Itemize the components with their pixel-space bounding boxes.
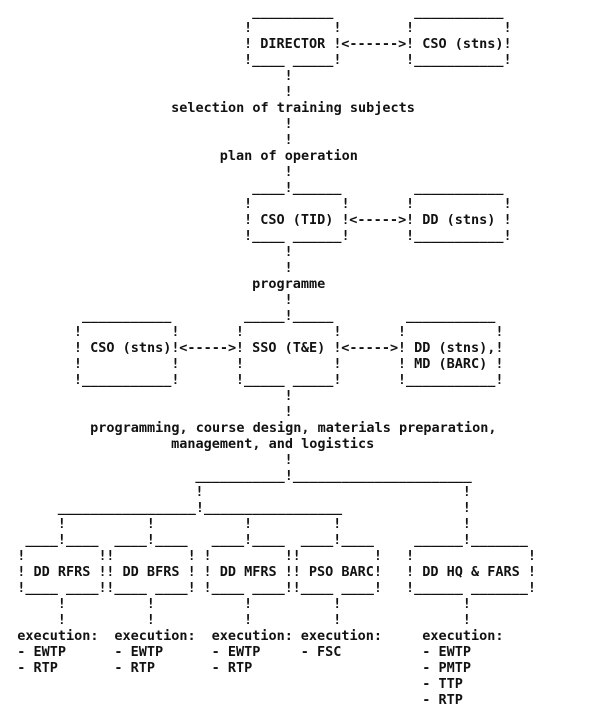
connector-plan-down: ! ! xyxy=(284,164,293,196)
link-cso-tid-dd-icon: <-----> xyxy=(349,212,407,228)
label-prep-line2: management, and logistics xyxy=(171,436,375,452)
org-box-cso-stns-top: ___________ ! ! ! CSO (stns)! !_________… xyxy=(406,4,512,68)
org-box-pso-barc: ____ ____ ! ! ! PSO BARC! !____ ____! xyxy=(292,532,382,596)
org-box-cso-tid: ____ ______ ! ! ! CSO (TID) ! !____ ____… xyxy=(244,180,350,244)
org-box-director: __________ ! ! ! DIRECTOR ! !____ _____! xyxy=(244,4,342,68)
org-box-dd-bfrs: ____ ____ ! ! ! DD BFRS ! !____ ____! xyxy=(106,532,196,596)
connector-stub-hq-fars: ! ! xyxy=(462,596,471,628)
org-box-dd-mfrs: ____ ____ ! ! ! DD MFRS ! !____ ____! xyxy=(203,532,293,596)
connector-stub-barc: ! ! xyxy=(333,596,342,628)
org-box-dd-hq-fars: ______ _______ ! ! ! DD HQ & FARS ! !___… xyxy=(406,532,537,596)
branch-line-mid: _________________!_________________ xyxy=(57,500,343,516)
org-box-cso-stns-mid: ___________ ! ! ! CSO (stns)! ! ! !_____… xyxy=(73,308,180,388)
connector-tick-bfrs: ! ! xyxy=(146,516,155,548)
org-box-dd-rfrs: ____ ____ ! ! ! DD RFRS ! !____ ____! xyxy=(17,532,107,596)
execution-list-bfrs: execution: - EWTP - RTP xyxy=(114,628,196,676)
org-box-sso-te: _____ _____ ! ! ! SSO (T&E) ! ! ! !_____… xyxy=(235,308,342,388)
link-cso-sso-icon: <-----> xyxy=(179,340,237,356)
execution-list-rfrs: execution: - EWTP - RTP xyxy=(17,628,99,676)
label-programme: programme xyxy=(252,276,326,292)
connector-selection-down: ! ! xyxy=(284,116,293,148)
link-director-cso-icon: <------> xyxy=(341,36,407,52)
connector-drop-right: ! ! ! ! xyxy=(462,484,471,548)
connector-sso-down: ! ! xyxy=(284,388,293,420)
org-box-dd-stns: ___________ ! ! ! DD (stns) ! !_________… xyxy=(406,180,512,244)
connector-tick-mfrs: ! ! xyxy=(244,516,253,548)
label-prep-line1: programming, course design, materials pr… xyxy=(90,420,497,436)
execution-list-mfrs: execution: - EWTP - RTP xyxy=(211,628,293,676)
label-plan: plan of operation xyxy=(219,148,358,164)
connector-programme-down: ! ! xyxy=(284,292,293,324)
connector-drop-left: ! xyxy=(195,484,204,500)
execution-list-hq-fars: execution: - EWTP - PMTP - TTP - RTP xyxy=(422,628,504,708)
branch-line-top: ___________!______________________ xyxy=(195,468,472,484)
connector-tick-barc: ! ! xyxy=(333,516,342,548)
connector-tick-rfrs: ! ! xyxy=(57,516,66,548)
connector-stub-bfrs: ! ! xyxy=(146,596,155,628)
label-selection: selection of training subjects xyxy=(171,100,415,116)
connector-prep-down: ! xyxy=(284,452,293,468)
execution-list-barc: execution: - FSC xyxy=(300,628,382,660)
link-sso-dd-icon: <-----> xyxy=(341,340,399,356)
connector-stub-rfrs: ! ! xyxy=(57,596,66,628)
connector-tid-down: ! ! xyxy=(284,244,293,276)
org-box-dd-stns-md-barc: ___________ ! ! ! DD (stns),! ! MD (BARC… xyxy=(397,308,504,388)
connector-director-down: ! ! xyxy=(284,68,293,100)
connector-stub-mfrs: ! ! xyxy=(244,596,253,628)
